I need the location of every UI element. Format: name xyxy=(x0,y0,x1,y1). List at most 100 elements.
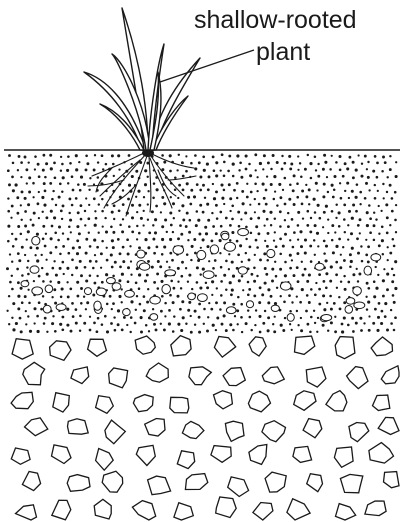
soil-dot xyxy=(274,231,276,233)
soil-dot xyxy=(360,175,363,178)
soil-dot xyxy=(245,238,247,240)
rock xyxy=(225,421,244,441)
soil-dot xyxy=(220,294,223,297)
soil-dot xyxy=(293,274,296,277)
soil-dot xyxy=(67,182,69,184)
soil-dot xyxy=(255,225,258,228)
soil-dot xyxy=(251,273,254,276)
soil-dot xyxy=(161,225,164,228)
rock xyxy=(11,448,30,464)
soil-dot xyxy=(376,176,379,179)
soil-dot xyxy=(262,322,265,325)
soil-dot xyxy=(374,197,377,200)
soil-dot xyxy=(214,259,217,262)
soil-dot xyxy=(264,267,267,270)
soil-dot xyxy=(111,154,114,157)
pebble xyxy=(165,270,176,276)
soil-dot xyxy=(366,282,369,285)
soil-dot xyxy=(367,176,370,179)
soil-dot xyxy=(129,245,131,247)
soil-dot xyxy=(177,197,179,199)
soil-dot xyxy=(71,204,74,207)
soil-dot xyxy=(98,203,100,205)
soil-dot xyxy=(297,280,300,283)
soil-dot xyxy=(25,323,27,325)
soil-dot xyxy=(169,170,172,173)
soil-dot xyxy=(140,331,143,334)
soil-dot xyxy=(166,261,168,263)
soil-dot xyxy=(351,190,354,193)
soil-dot xyxy=(49,182,52,185)
pebble xyxy=(84,288,91,295)
soil-dot xyxy=(263,197,266,200)
soil-dot xyxy=(136,225,138,227)
soil-dot xyxy=(62,176,65,179)
soil-dot xyxy=(110,322,113,325)
soil-dot xyxy=(138,287,141,290)
soil-dot xyxy=(306,224,309,227)
soil-dot xyxy=(146,274,149,277)
soil-dot xyxy=(349,156,352,159)
soil-dot xyxy=(228,183,231,186)
rock xyxy=(378,417,399,434)
soil-dot xyxy=(130,300,133,303)
soil-dot xyxy=(347,238,349,240)
soil-dot xyxy=(85,279,88,282)
soil-dot xyxy=(343,316,346,319)
soil-dot xyxy=(284,274,287,277)
rock xyxy=(365,501,386,516)
soil-dot xyxy=(335,261,338,264)
soil-dot xyxy=(349,266,352,269)
soil-dot xyxy=(315,169,317,171)
soil-dot xyxy=(343,204,346,207)
rock xyxy=(94,499,111,519)
soil-dot xyxy=(59,267,62,270)
rock xyxy=(295,336,315,354)
soil-dot xyxy=(338,225,341,228)
soil-dot xyxy=(196,183,199,186)
soil-dot xyxy=(351,247,354,250)
soil-dot xyxy=(301,203,304,206)
soil-dot xyxy=(20,330,23,333)
soil-dot xyxy=(315,182,318,185)
soil-dot xyxy=(365,182,368,185)
soil-dot xyxy=(106,330,109,333)
soil-dot xyxy=(169,294,172,297)
soil-dot xyxy=(185,267,187,269)
soil-dot xyxy=(220,169,222,171)
soil-dot xyxy=(18,155,21,158)
soil-dot xyxy=(289,254,292,257)
soil-dot xyxy=(283,300,286,303)
soil-dot xyxy=(210,308,213,311)
rock xyxy=(287,499,310,520)
soil-dot xyxy=(198,316,201,319)
soil-dot xyxy=(359,191,362,194)
soil-dot xyxy=(215,275,217,277)
soil-dot xyxy=(282,189,284,191)
soil-dot xyxy=(382,295,385,298)
soil-dot xyxy=(106,303,109,306)
soil-dot xyxy=(273,198,276,201)
soil-dot xyxy=(245,168,248,171)
rock xyxy=(294,391,316,411)
soil-dot xyxy=(147,203,149,205)
soil-dot xyxy=(256,190,258,192)
soil-dot xyxy=(172,330,175,333)
rock xyxy=(71,367,89,384)
soil-dot xyxy=(324,161,327,164)
soil-dot xyxy=(323,280,326,283)
soil-dot xyxy=(248,163,251,166)
soil-dot xyxy=(28,161,30,163)
pebble xyxy=(96,288,106,296)
soil-dot xyxy=(182,218,185,221)
soil-dot xyxy=(42,237,45,240)
soil-dot xyxy=(284,261,287,264)
soil-dot xyxy=(279,210,282,213)
soil-dot xyxy=(271,268,274,271)
soil-dot xyxy=(86,162,89,165)
soil-dot xyxy=(43,204,46,207)
soil-dot xyxy=(343,275,345,277)
soil-dot xyxy=(11,275,13,277)
soil-dot xyxy=(373,212,375,214)
soil-dot xyxy=(121,230,124,233)
